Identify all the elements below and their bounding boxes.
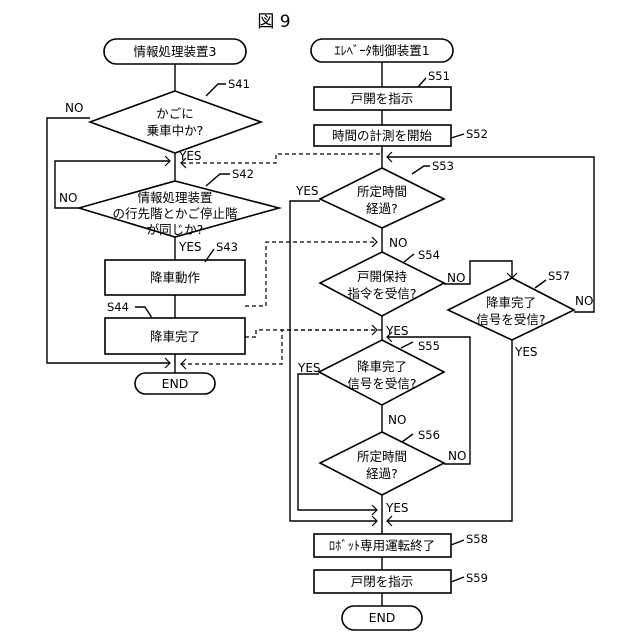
- s54-line1: 戸開保持: [357, 269, 407, 284]
- s41-yes-label: YES: [178, 149, 202, 163]
- step-s41: S41: [228, 77, 250, 91]
- step-s56: S56: [418, 428, 440, 442]
- s42-yes-label: YES: [178, 240, 202, 254]
- s42-line1: 情報処理装置: [137, 190, 212, 205]
- s55-line1: 降車完了: [357, 359, 407, 374]
- step-s42: S42: [232, 167, 254, 181]
- decision-s53: 所定時間 経過?: [320, 168, 444, 228]
- s51-label: 戸開を指示: [351, 91, 414, 106]
- s54-yes-label: YES: [385, 324, 409, 338]
- s54-no-label: NO: [447, 271, 465, 285]
- s41-no-label: NO: [65, 101, 83, 115]
- s57-line2: 信号を受信?: [476, 312, 545, 327]
- process-s43: 降車動作: [105, 260, 245, 295]
- s41-line1: かごに: [156, 106, 194, 121]
- figure-title: 図 9: [257, 12, 290, 32]
- step-s52: S52: [466, 127, 488, 141]
- s57-no-label: NO: [575, 294, 593, 308]
- decision-s41: かごに 乗車中か?: [90, 91, 261, 153]
- step-s57: S57: [548, 269, 570, 283]
- left-header-label: 情報処理装置3: [134, 44, 217, 59]
- s53-yes-label: YES: [295, 184, 319, 198]
- s43-label: 降車動作: [150, 270, 201, 285]
- s56-no-label: NO: [448, 449, 466, 463]
- s52-label: 時間の計測を開始: [332, 128, 433, 143]
- process-s52: 時間の計測を開始: [314, 125, 451, 146]
- s53-no-label: NO: [389, 236, 407, 250]
- process-s59: 戸閉を指示: [314, 570, 451, 593]
- s42-no-label: NO: [59, 191, 77, 205]
- s56-yes-label: YES: [385, 501, 409, 515]
- s57-line1: 降車完了: [486, 295, 536, 310]
- decision-s57: 降車完了 信号を受信?: [448, 278, 574, 340]
- step-s58: S58: [466, 532, 488, 546]
- left-end: END: [135, 373, 215, 394]
- s58-label: ﾛﾎﾞｯﾄ専用運転終了: [329, 538, 435, 553]
- process-s44: 降車完了: [105, 318, 245, 354]
- right-header: ｴﾚﾍﾞｰﾀ制御装置1: [311, 39, 453, 62]
- s55-line2: 信号を受信?: [347, 376, 416, 391]
- s53-line2: 経過?: [366, 201, 398, 216]
- s42-line3: が同じか?: [147, 222, 204, 237]
- decision-s42: 情報処理装置 の行先階とかご停止階 が同じか?: [79, 181, 279, 237]
- process-s51: 戸開を指示: [314, 87, 451, 110]
- s56-line2: 経過?: [366, 466, 398, 481]
- left-end-label: END: [162, 376, 189, 391]
- process-s58: ﾛﾎﾞｯﾄ専用運転終了: [314, 534, 451, 557]
- step-s44: S44: [107, 300, 129, 314]
- right-header-label: ｴﾚﾍﾞｰﾀ制御装置1: [334, 43, 429, 58]
- s56-line1: 所定時間: [357, 449, 407, 464]
- s55-no-label: NO: [388, 413, 406, 427]
- s57-yes-label: YES: [514, 345, 538, 359]
- s53-line1: 所定時間: [357, 184, 407, 199]
- step-s59: S59: [466, 571, 488, 585]
- step-s51: S51: [428, 69, 450, 83]
- s54-line2: 指令を受信?: [347, 286, 416, 301]
- s42-line2: の行先階とかご停止階: [112, 206, 238, 221]
- s55-yes-label: YES: [297, 361, 321, 375]
- right-end: END: [342, 606, 422, 630]
- step-s54: S54: [418, 248, 440, 262]
- step-s53: S53: [432, 159, 454, 173]
- step-s55: S55: [418, 339, 440, 353]
- left-header: 情報処理装置3: [104, 39, 246, 64]
- right-end-label: END: [369, 610, 396, 625]
- s44-label: 降車完了: [150, 329, 200, 344]
- step-s43: S43: [216, 240, 238, 254]
- s41-line2: 乗車中か?: [147, 123, 204, 138]
- s59-label: 戸閉を指示: [351, 574, 414, 589]
